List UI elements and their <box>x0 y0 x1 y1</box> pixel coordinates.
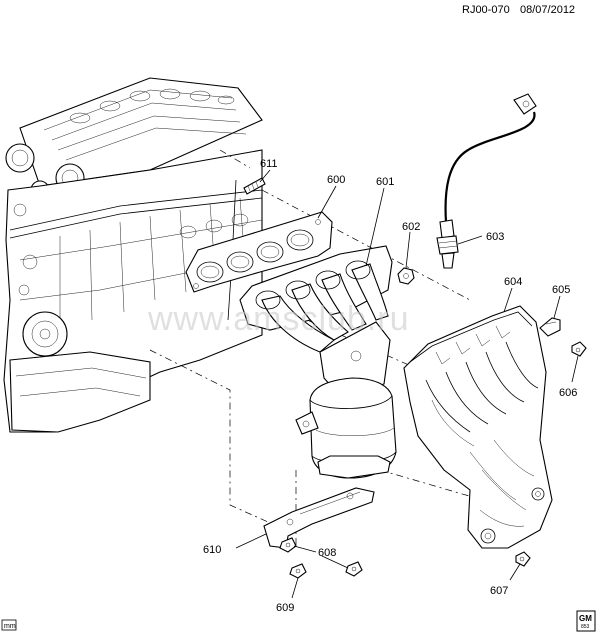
callout-611: 611 <box>260 158 278 170</box>
heat-shield <box>403 305 553 549</box>
callout-601: 601 <box>376 176 394 188</box>
callout-605: 605 <box>552 284 570 296</box>
gm-logo: GM 853 <box>576 610 596 632</box>
stud-611 <box>243 177 266 195</box>
callout-606: 606 <box>559 387 577 399</box>
diagram-ref-code: RJ00-070 <box>462 4 510 16</box>
callout-607: 607 <box>490 585 508 597</box>
callout-603: 603 <box>486 231 504 243</box>
engine-block <box>3 77 263 433</box>
bolt-607 <box>515 551 531 567</box>
oxygen-sensor <box>436 93 537 269</box>
gm-logo-text: GM <box>579 614 592 623</box>
exhaust-manifold-catalytic-converter <box>239 245 397 479</box>
units-box: mm <box>1 619 17 631</box>
units-label: mm <box>4 623 16 630</box>
watermark: www.amsclub.ru <box>147 300 410 338</box>
diagram-date: 08/07/2012 <box>520 4 575 16</box>
bolt-608-a <box>279 537 297 553</box>
bolt-608-b <box>345 561 363 577</box>
nut-602 <box>397 267 415 285</box>
callout-602: 602 <box>402 221 420 233</box>
callout-600: 600 <box>327 174 345 186</box>
clip-605 <box>539 317 561 337</box>
bolt-609 <box>289 563 307 579</box>
exhaust-manifold-gasket <box>185 211 333 293</box>
callout-604: 604 <box>504 276 522 288</box>
leader-lines <box>235 169 579 599</box>
gm-logo-sub: 853 <box>581 624 590 630</box>
bolt-606 <box>571 341 587 357</box>
bracket-610 <box>263 487 375 549</box>
callout-608: 608 <box>318 547 336 559</box>
callout-609: 609 <box>276 602 294 614</box>
callout-610: 610 <box>203 544 221 556</box>
